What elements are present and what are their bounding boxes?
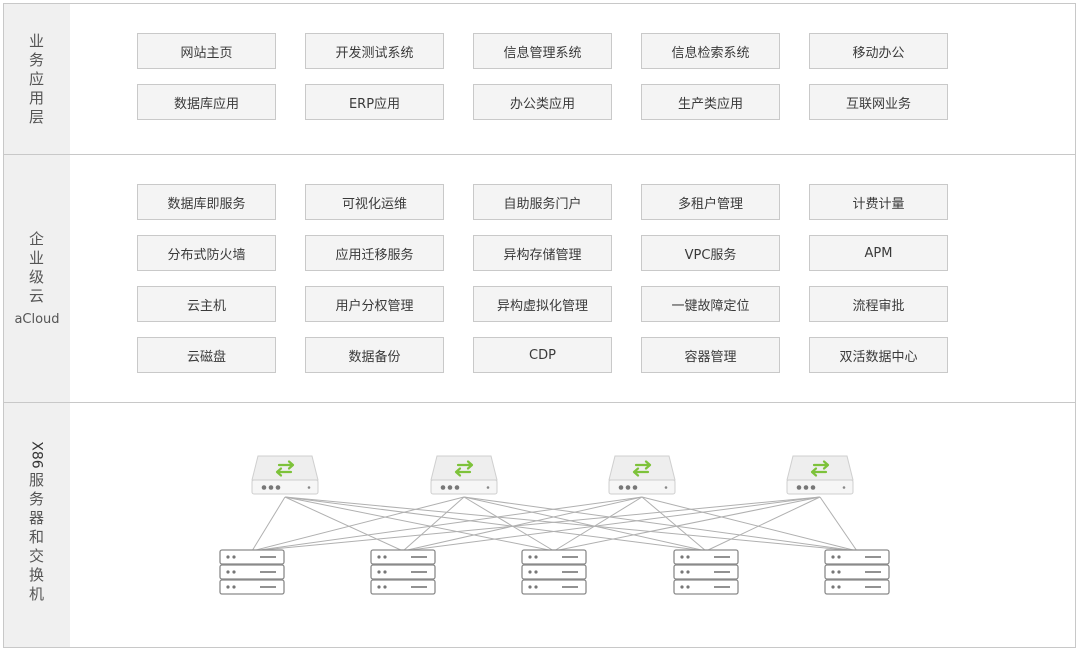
service-box: 数据库即服务 — [137, 184, 276, 220]
connection-line — [819, 496, 858, 552]
server-icon — [370, 549, 436, 595]
service-box: 计费计量 — [809, 184, 948, 220]
connection-line — [553, 496, 643, 552]
service-box: 开发测试系统 — [305, 33, 444, 69]
service-box: 云磁盘 — [137, 337, 276, 373]
enterprise-layer-sublabel: aCloud — [14, 312, 60, 327]
connection-line — [641, 496, 707, 552]
architecture-diagram: 业务应用层 网站主页开发测试系统信息管理系统信息检索系统移动办公数据库应用 ERP… — [3, 3, 1076, 648]
service-box: 异构虚拟化管理 — [473, 286, 612, 322]
infra-layer: X86 服务器和交换机 — [4, 403, 1075, 647]
switch-icon — [786, 455, 854, 495]
server-icon — [673, 549, 739, 595]
connection-line — [284, 496, 707, 552]
service-box: 数据库应用 — [137, 84, 276, 120]
enterprise-layer-label: 企业级云 — [28, 230, 45, 305]
connection-line — [284, 496, 404, 552]
service-box: 用户分权管理 — [305, 286, 444, 322]
server-icon — [521, 549, 587, 595]
network-topology — [219, 455, 890, 595]
switch-icon — [608, 455, 676, 495]
service-box: ERP应用 — [305, 84, 444, 120]
service-box: APM — [809, 235, 948, 271]
service-box: 应用迁移服务 — [305, 235, 444, 271]
connection-line — [463, 496, 707, 552]
service-box: 办公类应用 — [473, 84, 612, 120]
service-box: 生产类应用 — [641, 84, 780, 120]
service-box: 信息管理系统 — [473, 33, 612, 69]
connection-line — [402, 496, 465, 552]
service-box: 互联网业务 — [809, 84, 948, 120]
connection-line — [284, 496, 858, 552]
service-box: 移动办公 — [809, 33, 948, 69]
service-box: 一键故障定位 — [641, 286, 780, 322]
service-box: 双活数据中心 — [809, 337, 948, 373]
business-layer: 业务应用层 网站主页开发测试系统信息管理系统信息检索系统移动办公数据库应用 ERP… — [4, 4, 1075, 155]
connection-line — [402, 496, 821, 552]
connection-line — [284, 496, 555, 552]
infra-layer-label: 服务器和交换机 — [28, 470, 45, 603]
switch-icon — [430, 455, 498, 495]
server-icon — [824, 549, 890, 595]
service-box: 流程审批 — [809, 286, 948, 322]
service-box: 分布式防火墙 — [137, 235, 276, 271]
enterprise-grid: 数据库即服务可视化运维自助服务门户多租户管理计费计量分布式防火墙应用迁移服务异构… — [137, 184, 948, 373]
service-box: 信息检索系统 — [641, 33, 780, 69]
connection-line — [705, 496, 821, 552]
enterprise-layer: 企业级云 aCloud 数据库即服务可视化运维自助服务门户多租户管理计费计量分布… — [4, 155, 1075, 403]
service-box: 容器管理 — [641, 337, 780, 373]
service-box: VPC服务 — [641, 235, 780, 271]
switch-icon — [251, 455, 319, 495]
service-box: 异构存储管理 — [473, 235, 612, 271]
service-box: 网站主页 — [137, 33, 276, 69]
connection-line — [463, 496, 555, 552]
service-box: 自助服务门户 — [473, 184, 612, 220]
business-layer-side: 业务应用层 — [4, 4, 70, 154]
connection-line — [641, 496, 858, 552]
service-box: 多租户管理 — [641, 184, 780, 220]
connection-line — [251, 496, 465, 552]
connection-line — [251, 496, 643, 552]
connection-line — [251, 496, 821, 552]
business-layer-label: 业务应用层 — [28, 31, 45, 126]
connection-line — [553, 496, 821, 552]
service-box: 数据备份 — [305, 337, 444, 373]
enterprise-layer-side: 企业级云 aCloud — [4, 155, 70, 402]
business-grid: 网站主页开发测试系统信息管理系统信息检索系统移动办公数据库应用 ERP应用办公类应… — [137, 33, 948, 120]
infra-layer-side: X86 服务器和交换机 — [4, 403, 70, 647]
service-box: CDP — [473, 337, 612, 373]
service-box: 云主机 — [137, 286, 276, 322]
service-box: 可视化运维 — [305, 184, 444, 220]
connection-line — [251, 496, 286, 552]
connection-line — [463, 496, 858, 552]
connection-lines — [251, 496, 858, 552]
connection-line — [402, 496, 643, 552]
server-icon — [219, 549, 285, 595]
